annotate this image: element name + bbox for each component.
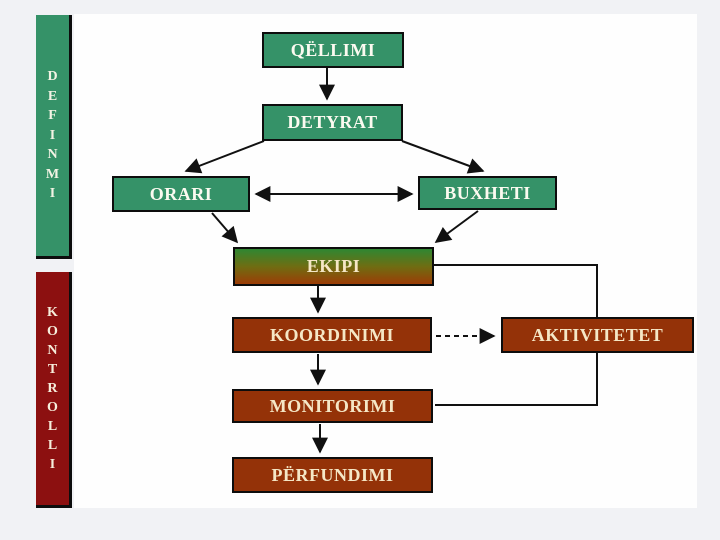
node-buxheti: BUXHETI xyxy=(418,176,557,210)
node-qellimi: QËLLIMI xyxy=(262,32,404,68)
node-perfundimi: PËRFUNDIMI xyxy=(232,457,433,493)
node-koordinimi: KOORDINIMI xyxy=(232,317,432,353)
sidebar-definmi: D E F I N M I xyxy=(36,15,72,259)
arrow-detyrat-orari xyxy=(184,140,265,174)
arrow-detyrat-buxheti xyxy=(401,140,485,174)
sidebar-definmi-letters: D E F I N M I xyxy=(45,69,60,202)
node-aktivitetet: AKTIVITETET xyxy=(501,317,694,353)
node-orari: ORARI xyxy=(112,176,250,212)
sidebar-kontrolli: K O N T R O L L I xyxy=(36,272,72,508)
sidebar-kontrolli-letters: K O N T R O L L I xyxy=(47,305,58,472)
arrow-orari-ekipi xyxy=(211,212,239,244)
arrow-buxheti-ekipi xyxy=(434,210,479,243)
node-detyrat: DETYRAT xyxy=(262,104,403,141)
node-ekipi: EKIPI xyxy=(233,247,434,286)
node-monitorimi: MONITORIMI xyxy=(232,389,433,423)
